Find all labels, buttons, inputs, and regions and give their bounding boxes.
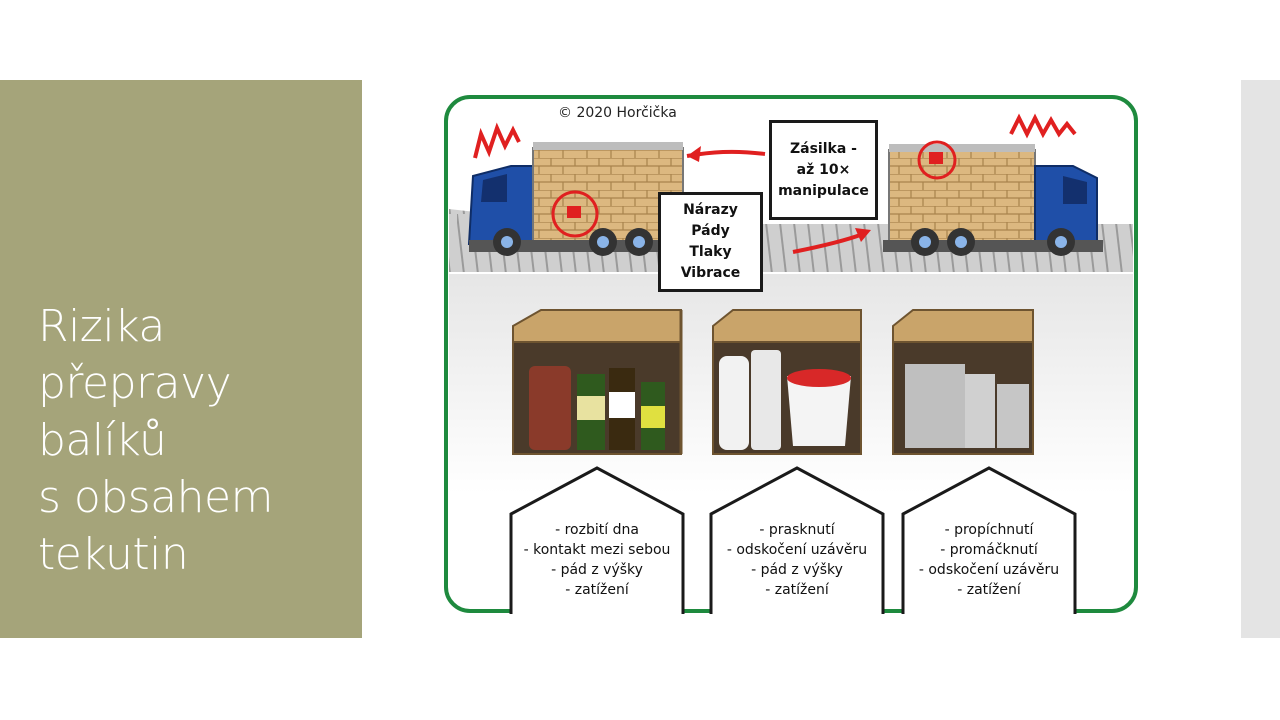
risk-list-plastic: - prasknutí - odskočení uzávěru - pád z … [711,520,883,600]
title-line: balíků [38,415,167,466]
risk-item: - pád z výšky [751,562,843,578]
risk-item: - odskočení uzávěru [726,542,868,558]
side-strip [1241,80,1280,638]
risk-item: - zatížení [957,582,1021,598]
risk-panel-metal [901,466,1077,614]
risk-item: - promáčknutí [940,542,1038,558]
title-line: s obsahem [38,472,273,523]
shipment-line: Zásilka - [790,140,857,157]
risk-item: - rozbití dna [555,522,639,538]
parcel-box-plastic [712,309,862,455]
title-line: Rizika [38,301,165,352]
slide-title: Rizika přepravy balíků s obsahem tekutin [38,298,338,583]
truck-right [883,113,1103,256]
hazard-line: Pády [691,223,730,239]
title-line: tekutin [38,529,189,580]
hazards-box: Nárazy Pády Tlaky Vibrace [658,192,763,292]
risk-item: - kontakt mezi sebou [523,542,671,558]
hazard-line: Nárazy [683,202,738,218]
risk-item: - prasknutí [759,522,835,538]
hazard-line: Vibrace [680,265,741,281]
title-line: přepravy [38,358,232,409]
risk-list-glass: - rozbití dna - kontakt mezi sebou - pád… [511,520,683,600]
truck-left [467,122,689,256]
shipment-handling-box: Zásilka - až 10× manipulace [769,120,878,220]
risk-item: - zatížení [765,582,829,598]
shipment-line: až 10× [796,161,851,178]
figure-illustration [444,95,1138,614]
title-panel: Rizika přepravy balíků s obsahem tekutin [0,80,362,638]
risk-item: - zatížení [565,582,629,598]
risk-panel-glass [509,466,685,614]
risk-list-metal: - propíchnutí - promáčknutí - odskočení … [903,520,1075,600]
parcel-box-metal [892,309,1034,455]
risk-item: - propíchnutí [944,522,1034,538]
parcel-box-glass [512,309,683,455]
copyright-text: © 2020 Horčička [558,105,677,121]
risk-item: - pád z výšky [551,562,643,578]
risk-panel-plastic [709,466,885,614]
shipment-line: manipulace [778,182,869,199]
transport-risk-figure: © 2020 Horčička Zásilka - až 10× manipul… [443,94,1139,614]
risk-item: - odskočení uzávěru [918,562,1060,578]
hazard-line: Tlaky [689,244,732,260]
